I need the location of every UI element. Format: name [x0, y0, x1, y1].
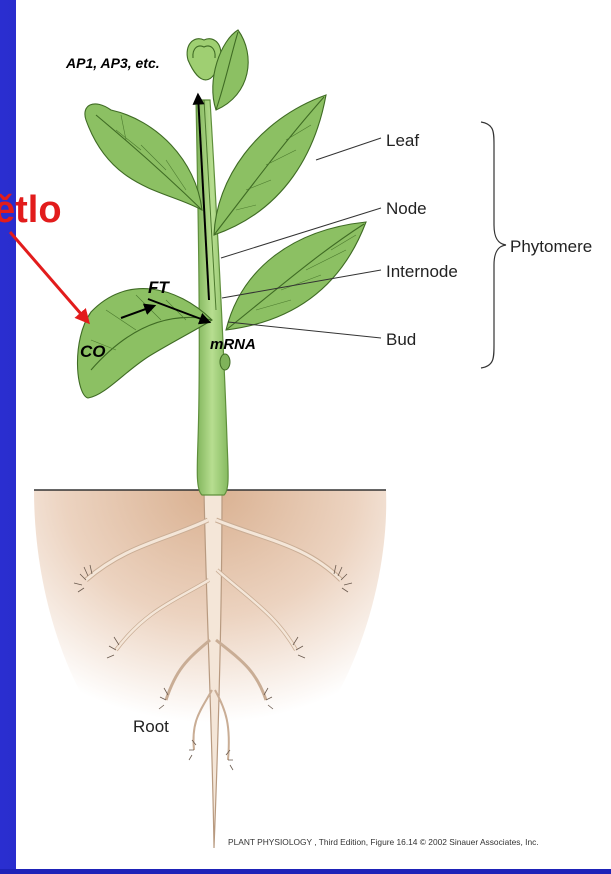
red-pointer-arrow [10, 232, 88, 322]
slide-title-fragment: ětlo [0, 189, 62, 231]
